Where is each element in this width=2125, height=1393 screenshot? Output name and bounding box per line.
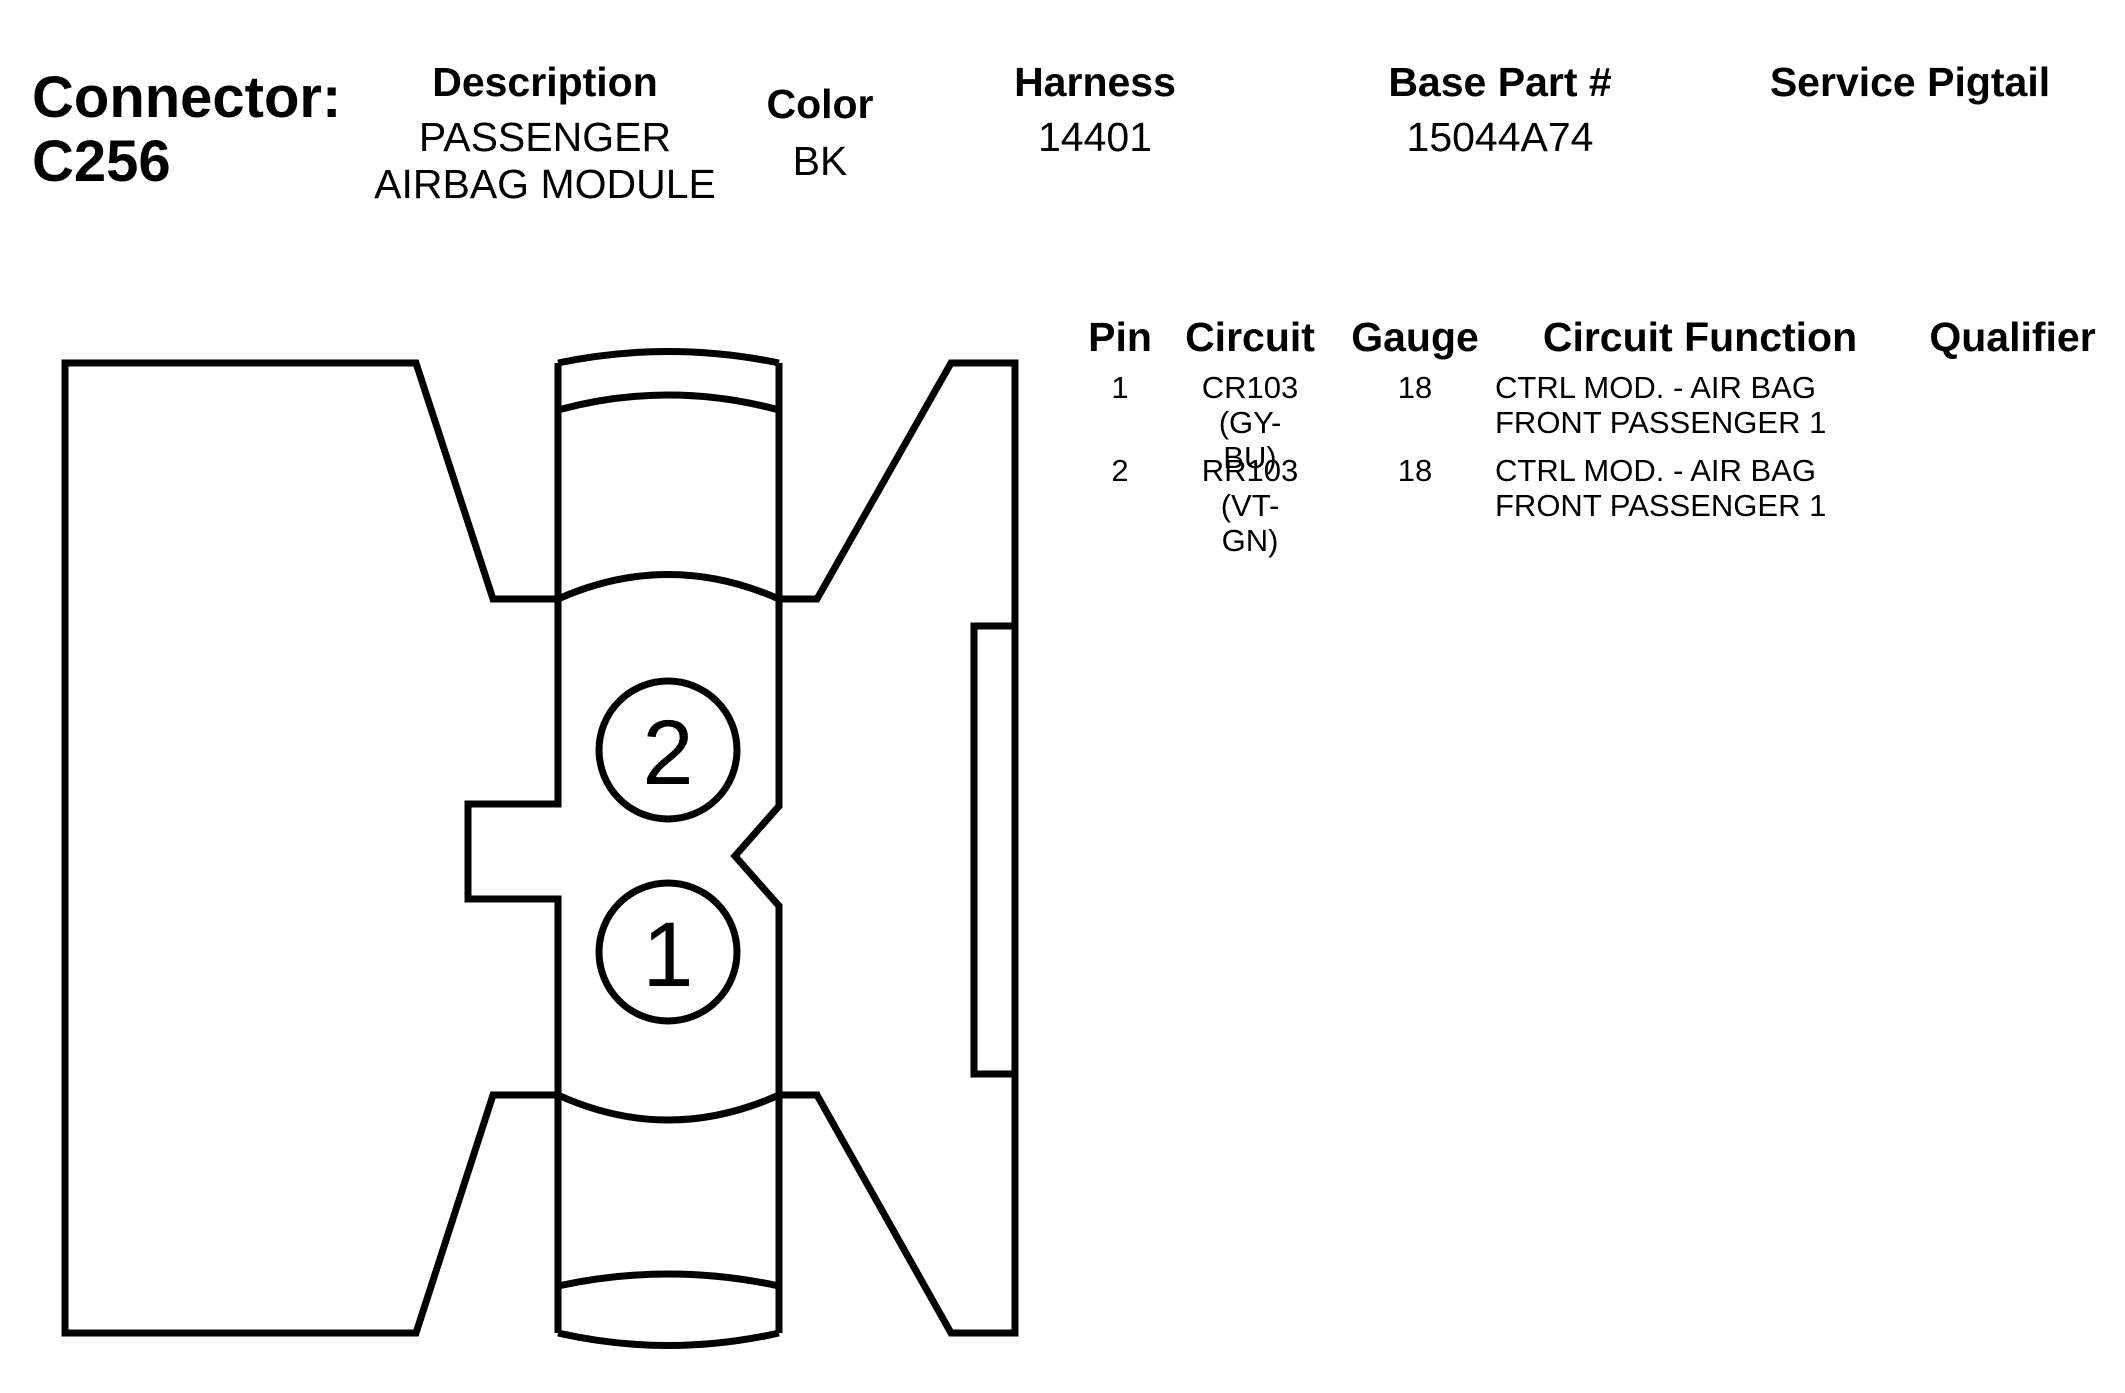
connector-face-diagram: 2 1	[61, 348, 1019, 1349]
row-pin: 1	[1111, 370, 1129, 405]
circuit-function-header: Circuit Function	[1542, 314, 1858, 360]
cavity-1-label: 1	[642, 904, 693, 1006]
base-part-column: Base Part # 15044A74	[1350, 58, 1650, 161]
description-line-1: PASSENGER	[418, 114, 672, 160]
service-pigtail-title: Service Pigtail	[1769, 59, 2051, 105]
description-line-2: AIRBAG MODULE	[374, 161, 716, 207]
description-title: Description	[432, 59, 658, 105]
harness-column: Harness 14401	[980, 58, 1210, 161]
connector-id: C256	[32, 129, 171, 194]
base-part-value: 15044A74	[1406, 114, 1594, 160]
description-column: Description PASSENGER AIRBAG MODULE	[360, 58, 730, 208]
color-value: BK	[792, 138, 848, 184]
row-function: CTRL MOD. - AIR BAG FRONT PASSENGER 1	[1495, 370, 1955, 440]
service-pigtail-column: Service Pigtail	[1740, 58, 2080, 114]
row-function-line-1: CTRL MOD. - AIR BAG	[1495, 453, 1816, 488]
row-gauge: 18	[1397, 453, 1433, 488]
connector-right-body	[730, 359, 1019, 1337]
harness-title: Harness	[1014, 59, 1176, 105]
row-pin: 2	[1111, 453, 1129, 488]
connector-bottom-cap	[557, 1329, 780, 1349]
row-function-line-2: FRONT PASSENGER 1	[1495, 488, 1827, 523]
table-row: 1 CR103 (GY- BU) 18 CTRL MOD. - AIR BAG …	[1080, 370, 2110, 475]
cavity-1-circle	[595, 879, 741, 1025]
row-circuit-line-1: CR103 (GY-	[1201, 370, 1299, 440]
color-column: Color BK	[740, 80, 900, 185]
connector-left-body	[61, 359, 562, 1337]
color-title: Color	[766, 81, 874, 127]
row-gauge: 18	[1397, 370, 1433, 405]
row-circuit-line-1: RR103 (VT-	[1201, 453, 1299, 523]
row-function-line-2: FRONT PASSENGER 1	[1495, 405, 1827, 440]
connector-label: Connector:	[32, 65, 342, 130]
row-circuit: CR103 (GY- BU)	[1170, 370, 1330, 475]
row-function-line-1: CTRL MOD. - AIR BAG	[1495, 370, 1816, 405]
connector-top-cap	[557, 348, 780, 367]
circuit-header: Circuit	[1185, 314, 1315, 360]
cavity-2-circle	[595, 677, 741, 823]
row-function: CTRL MOD. - AIR BAG FRONT PASSENGER 1	[1495, 453, 1955, 523]
row-circuit-line-2: BU)	[1223, 440, 1277, 475]
connector-latch-slot	[970, 622, 1019, 1078]
pin-header: Pin	[1088, 314, 1152, 360]
qualifier-header: Qualifier	[1929, 314, 2096, 360]
table-row: 2 RR103 (VT- GN) 18 CTRL MOD. - AIR BAG …	[1080, 453, 2110, 558]
row-circuit-line-2: GN)	[1221, 523, 1279, 558]
row-circuit: RR103 (VT- GN)	[1170, 453, 1330, 558]
harness-value: 14401	[1037, 114, 1152, 160]
cavity-2-label: 2	[642, 702, 693, 804]
base-part-title: Base Part #	[1388, 59, 1612, 105]
gauge-header: Gauge	[1351, 314, 1479, 360]
